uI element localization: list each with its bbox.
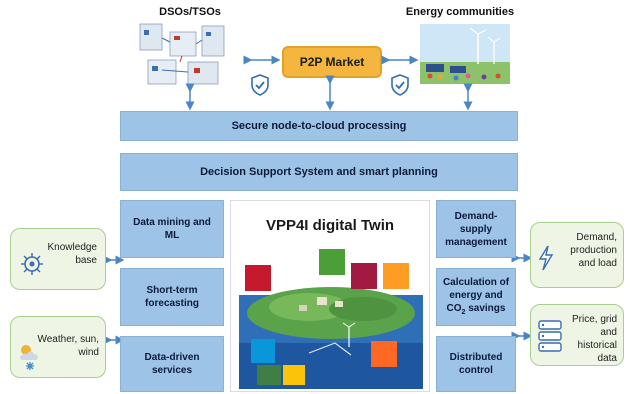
co2-suffix: savings bbox=[465, 302, 506, 314]
energy-community-illustration bbox=[420, 24, 510, 84]
co2-subscript: 2 bbox=[461, 308, 466, 316]
knowledge-base-box: Knowledge base bbox=[10, 228, 106, 290]
digital-twin-panel: VPP4I digital Twin bbox=[230, 200, 430, 392]
knowledge-base-label: Knowledge base bbox=[47, 242, 97, 266]
energy-co2-tile: Calculation of energy and CO2 savings bbox=[436, 268, 516, 326]
shield-check-icon bbox=[250, 74, 270, 96]
dso-label: DSOs/TSOs bbox=[159, 6, 221, 18]
weather-box: Weather, sun, wind bbox=[10, 316, 106, 378]
short-term-forecasting-tile: Short-term forecasting bbox=[120, 268, 224, 326]
price-grid-box: Price, grid and historical data bbox=[530, 304, 624, 366]
secure-processing-bar: Secure node-to-cloud processing bbox=[120, 111, 518, 141]
lightning-icon bbox=[537, 245, 555, 271]
database-stack-icon bbox=[537, 319, 563, 355]
gear-network-icon bbox=[19, 251, 45, 277]
demand-production-label: Demand, production and load bbox=[570, 232, 617, 269]
energy-co2-label: Calculation of energy and CO bbox=[442, 276, 510, 314]
p2p-market-box: P2P Market bbox=[282, 46, 382, 78]
demand-production-box: Demand, production and load bbox=[530, 222, 624, 288]
sun-cloud-icon bbox=[17, 341, 43, 371]
dso-grid-illustration bbox=[132, 20, 240, 90]
energy-communities-label: Energy communities bbox=[405, 6, 515, 18]
digital-twin-title: VPP4I digital Twin bbox=[265, 217, 395, 234]
digital-twin-island-illustration bbox=[239, 243, 423, 389]
data-driven-services-tile: Data-driven services bbox=[120, 336, 224, 392]
price-grid-label: Price, grid and historical data bbox=[571, 314, 617, 364]
demand-supply-tile: Demand-supply management bbox=[436, 200, 516, 258]
weather-label: Weather, sun, wind bbox=[37, 334, 99, 358]
shield-check-icon bbox=[390, 74, 410, 96]
data-mining-tile: Data mining and ML bbox=[120, 200, 224, 258]
distributed-control-tile: Distributed control bbox=[436, 336, 516, 392]
decision-support-bar: Decision Support System and smart planni… bbox=[120, 153, 518, 191]
